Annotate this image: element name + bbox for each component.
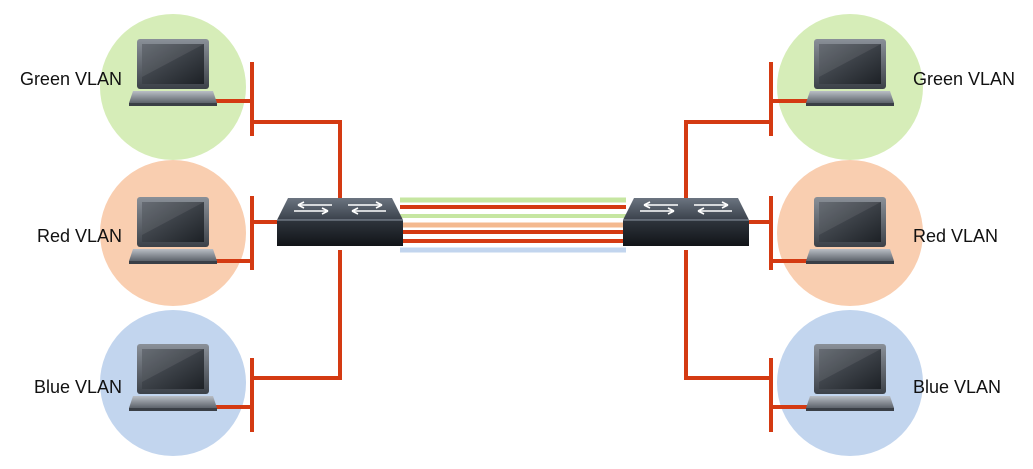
green-vlan-label-left: Green VLAN (19, 69, 122, 89)
blue-vlan-label-left: Blue VLAN (33, 377, 122, 397)
laptop-icon-green-right (806, 39, 894, 106)
laptop-icon-red-left (129, 197, 217, 264)
laptop-icon-red-right (806, 197, 894, 264)
laptop-icon-blue-left (129, 344, 217, 411)
access-links-right (684, 62, 810, 432)
access-links-left (214, 62, 342, 432)
laptop-icon-blue-right (806, 344, 894, 411)
laptop-icon-green-left (129, 39, 217, 106)
green-vlan-label-right: Green VLAN (913, 69, 1016, 89)
switch-icon-left (276, 197, 404, 247)
red-vlan-label-right: Red VLAN (913, 226, 999, 246)
red-vlan-label-left: Red VLAN (36, 226, 122, 246)
trunk-links (400, 197, 626, 253)
switch-icon-right (622, 197, 750, 247)
blue-vlan-label-right: Blue VLAN (913, 377, 1002, 397)
